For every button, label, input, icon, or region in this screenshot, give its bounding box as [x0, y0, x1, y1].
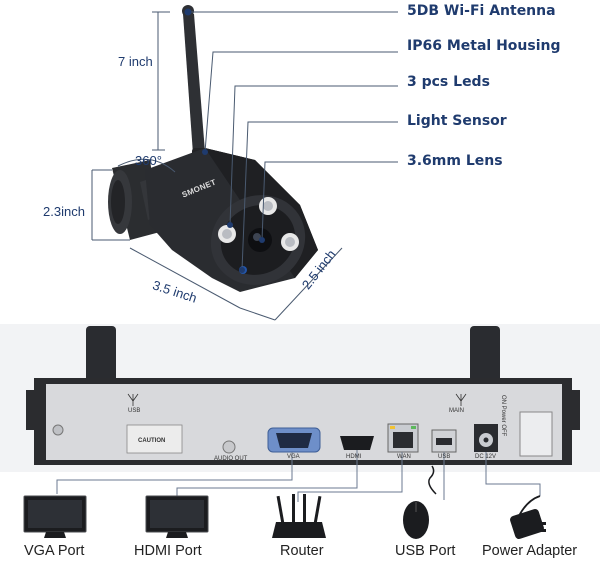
nvr-label-vga: VGA [287, 454, 300, 460]
router-icon [272, 494, 326, 538]
device-label-router: Router [280, 543, 324, 559]
callout-lens: 3.6mm Lens [407, 153, 503, 169]
audio-out-port[interactable] [222, 440, 236, 454]
nvr-label-main: MAIN [449, 408, 464, 414]
nvr-label-usb: USB [438, 454, 451, 460]
device-label-hdmi: HDMI Port [134, 543, 202, 559]
caution-sticker [126, 424, 183, 454]
usb-mouse-icon [403, 465, 437, 539]
callout-leaders [188, 11, 398, 271]
ground-screw [52, 424, 64, 436]
dimension-diameter: 2.3inch [43, 204, 85, 219]
nvr-label-audio-out: AUDIO OUT [214, 456, 248, 462]
nvr-label-usb-left: USB [128, 408, 141, 414]
nvr-label-caution: CAUTION [138, 438, 166, 444]
callout-leds: 3 pcs Leds [407, 74, 490, 90]
antenna-symbol-icon [127, 393, 467, 406]
vga-monitor-icon [23, 495, 87, 538]
dimension-rotation: 360° [135, 153, 162, 168]
nvr-label-dc: DC 12V [475, 454, 497, 460]
hdmi-port[interactable] [340, 436, 374, 450]
device-label-vga: VGA Port [24, 543, 85, 559]
callout-sensor: Light Sensor [407, 113, 507, 129]
dc-power-port[interactable] [474, 424, 498, 452]
power-adapter-icon [510, 495, 546, 540]
nvr-label-hdmi: HDMI [346, 454, 362, 460]
camera-body [145, 148, 318, 292]
dimension-lines [91, 11, 343, 321]
callout-housing: IP66 Metal Housing [407, 38, 561, 54]
hdmi-monitor-icon [145, 495, 209, 538]
wan-port[interactable] [387, 423, 419, 453]
nvr-label-power: ON Power OFF [500, 395, 506, 437]
camera-leds [218, 197, 299, 251]
camera-antenna [182, 5, 208, 160]
vga-port[interactable] [267, 427, 321, 453]
callout-antenna: 5DB Wi-Fi Antenna [407, 3, 556, 19]
device-label-power: Power Adapter [482, 543, 578, 559]
nvr-label-wan: WAN [397, 454, 411, 460]
callout-dots [184, 8, 265, 273]
connector-lines [56, 450, 541, 502]
usb-port[interactable] [431, 429, 457, 453]
device-label-usb: USB Port [395, 543, 456, 559]
power-switch[interactable] [519, 411, 553, 457]
dimension-height: 7 inch [118, 54, 153, 69]
